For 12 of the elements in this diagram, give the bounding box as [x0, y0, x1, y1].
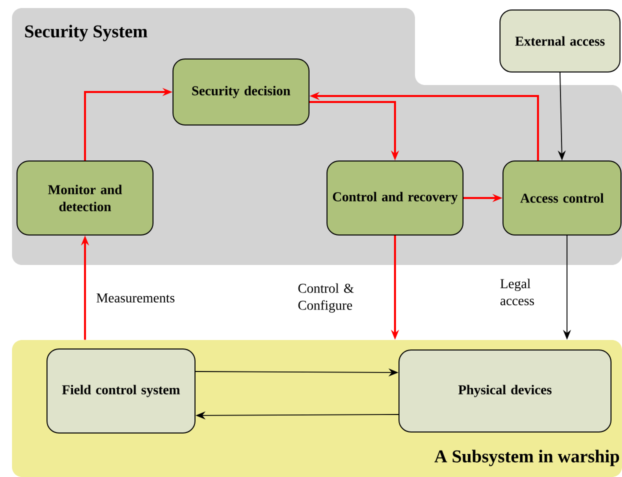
- edge-label: Measurements: [96, 294, 174, 302]
- process-box: External access: [500, 10, 620, 72]
- process-box: Security decision: [172, 58, 310, 126]
- process-box: Field control system: [46, 348, 196, 434]
- process-box: Physical devices: [398, 350, 612, 432]
- region-heading: A Subsystem in warship: [434, 450, 620, 466]
- region-heading: Security System: [25, 24, 148, 42]
- process-box: Monitor and detection: [16, 160, 154, 236]
- edge-label: Control & Configure: [298, 283, 354, 313]
- process-box: Access control: [502, 160, 622, 236]
- process-box: Control and recovery: [326, 160, 464, 236]
- edge-label: Legal access: [500, 278, 534, 306]
